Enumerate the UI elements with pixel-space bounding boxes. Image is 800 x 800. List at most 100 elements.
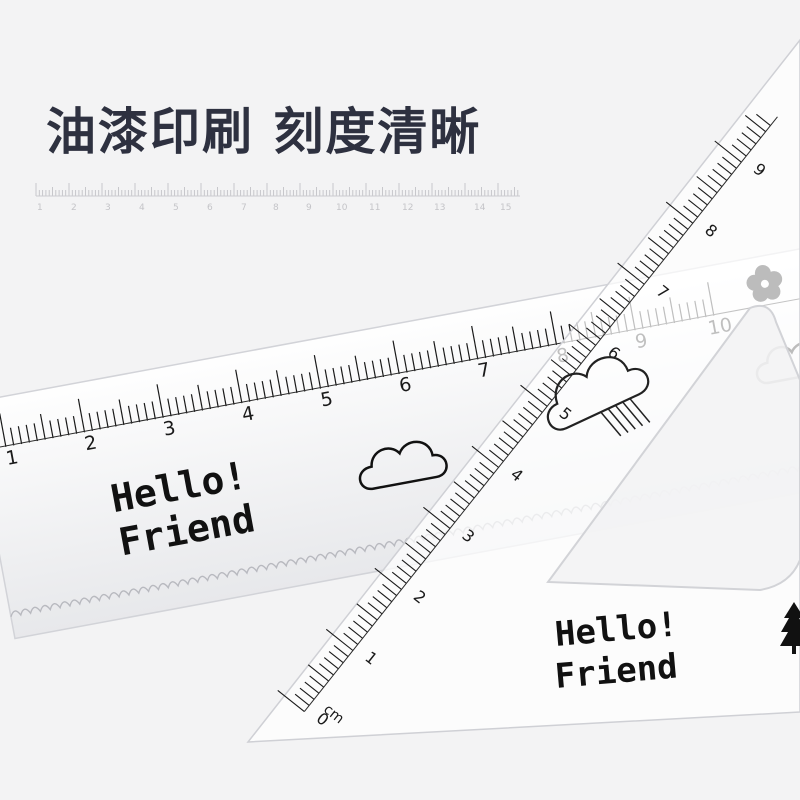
tick-mark <box>433 341 440 367</box>
tick-mark <box>9 427 15 446</box>
tick-mark <box>688 199 703 212</box>
tick-mark <box>445 504 461 517</box>
tick-mark <box>371 360 377 379</box>
faint-scale-number: 11 <box>369 203 380 213</box>
tick-mark <box>712 168 728 181</box>
tick-mark <box>423 506 451 529</box>
faint-scale-number: 10 <box>336 203 348 213</box>
tick-mark <box>756 113 771 126</box>
tick-mark <box>471 445 499 468</box>
tick-mark <box>294 693 310 706</box>
tick-mark <box>127 405 133 424</box>
tree-icon <box>780 602 800 654</box>
tick-mark <box>505 335 510 354</box>
tick-mark <box>550 359 572 377</box>
tick-mark <box>552 370 567 383</box>
tick-mark <box>595 315 611 328</box>
tick-mark <box>354 355 361 382</box>
tick-mark <box>374 567 402 590</box>
tick-mark <box>64 417 70 436</box>
tick-mark <box>197 384 204 411</box>
tick-mark <box>469 474 485 487</box>
tick-mark <box>615 290 631 303</box>
tick-mark <box>372 596 388 609</box>
tick-mark <box>697 187 713 200</box>
headline: 油漆印刷 刻度清晰 <box>46 103 482 161</box>
ruler-number: 6 <box>397 373 413 397</box>
tick-mark <box>411 353 416 372</box>
faint-scale-number: 1 <box>37 203 43 213</box>
tick-mark <box>634 266 650 279</box>
tick-mark <box>522 406 538 419</box>
tick-mark <box>731 144 747 157</box>
tick-mark <box>167 398 172 417</box>
tick-mark <box>324 369 329 388</box>
faint-scale-number: 6 <box>207 203 213 213</box>
tick-mark <box>49 420 54 439</box>
tick-mark <box>382 583 397 596</box>
tick-mark <box>744 115 766 133</box>
faint-scale-number: 12 <box>402 203 413 213</box>
tick-mark <box>0 413 7 448</box>
tick-mark <box>77 398 86 433</box>
faint-scale-number: 14 <box>474 203 486 213</box>
tick-mark <box>663 229 679 242</box>
tick-mark <box>426 350 432 369</box>
tick-mark <box>683 205 698 218</box>
tick-mark <box>493 443 509 456</box>
tick-mark <box>353 620 368 633</box>
tick-mark <box>488 449 504 462</box>
tick-mark <box>544 328 550 347</box>
tick-mark <box>620 284 635 297</box>
tick-mark <box>323 657 339 670</box>
tick-mark <box>403 354 408 373</box>
tick-mark <box>143 402 149 421</box>
tick-mark <box>450 498 465 511</box>
tick-mark <box>303 116 778 712</box>
tick-mark <box>96 411 101 430</box>
tick-mark <box>639 260 655 273</box>
tick-mark <box>590 321 606 334</box>
tick-mark <box>430 522 446 535</box>
tick-mark <box>571 345 587 358</box>
tick-mark <box>568 323 597 346</box>
tick-mark <box>665 201 694 224</box>
triangle-ruler-ticks <box>277 113 778 712</box>
tick-mark <box>308 372 314 391</box>
tick-mark <box>474 467 490 481</box>
tick-mark <box>25 424 31 443</box>
tick-mark <box>542 382 558 395</box>
tick-mark <box>513 419 529 432</box>
tick-mark <box>230 386 235 405</box>
tick-mark <box>401 559 417 572</box>
tick-mark <box>392 340 400 375</box>
tick-mark <box>367 602 383 615</box>
tick-mark <box>245 383 251 402</box>
tick-mark <box>549 311 558 345</box>
tick-mark <box>348 364 353 383</box>
tick-mark <box>489 338 495 357</box>
faint-scale-number: 9 <box>306 203 312 213</box>
tick-mark <box>647 237 669 255</box>
tick-mark <box>673 217 689 230</box>
tick-mark <box>536 329 542 348</box>
triangle-inner-cutout <box>546 304 800 592</box>
tick-mark <box>396 565 412 578</box>
tick-mark <box>416 541 431 554</box>
faint-scale-number: 2 <box>71 203 77 213</box>
tick-mark <box>610 297 626 310</box>
tick-mark <box>418 351 424 370</box>
tick-mark <box>356 603 378 621</box>
tick-mark <box>222 388 227 407</box>
tick-mark <box>455 492 470 505</box>
tick-mark <box>343 632 359 645</box>
tick-mark <box>529 331 534 350</box>
tick-mark <box>379 359 385 378</box>
tick-mark <box>464 480 480 493</box>
tick-mark <box>503 431 519 444</box>
tick-mark <box>156 384 164 418</box>
faint-scale-number: 5 <box>173 203 179 213</box>
